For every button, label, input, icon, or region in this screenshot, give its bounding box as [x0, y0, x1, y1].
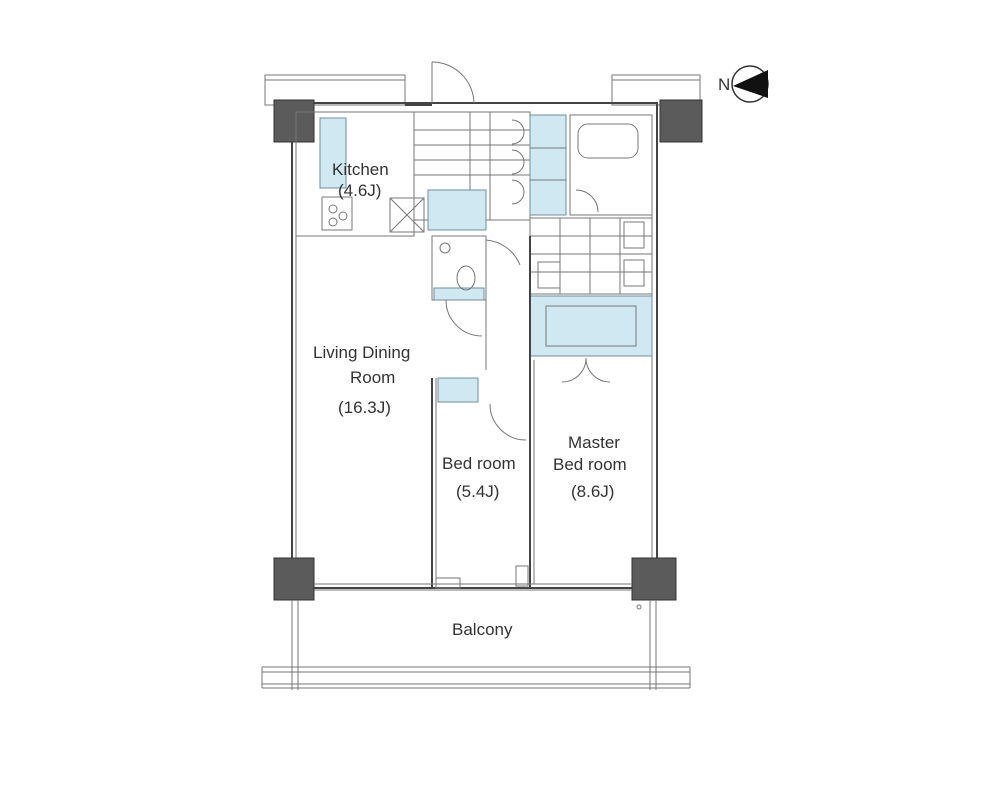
balcony-windows	[314, 565, 632, 591]
compass-needle	[733, 70, 768, 98]
entry-hall	[413, 111, 531, 231]
toilet-room	[431, 235, 521, 301]
living-label-line2: Room	[350, 368, 395, 387]
column-bottom-left	[273, 557, 315, 601]
balcony	[261, 600, 691, 690]
column-top-left	[273, 99, 315, 143]
compass: N	[718, 65, 769, 103]
room-labels: Kitchen (4.6J) Living Dining Room (16.3J…	[313, 160, 627, 639]
bedroom-size: (5.4J)	[456, 482, 499, 501]
interior-walls	[431, 236, 535, 588]
vanity	[529, 114, 567, 216]
kitchen-sink	[319, 117, 347, 189]
kitchen-area	[295, 111, 425, 237]
master-label-line2: Bed room	[553, 455, 627, 474]
column-bottom-right	[631, 557, 677, 601]
entrance-door	[431, 61, 475, 104]
bathroom	[529, 114, 653, 216]
column-top-right	[659, 99, 703, 143]
columns	[273, 99, 703, 601]
bedroom-label: Bed room	[442, 454, 516, 473]
balcony-label: Balcony	[452, 620, 513, 639]
washbasin	[427, 189, 487, 231]
bedroom-closet	[437, 377, 479, 403]
laundry-area	[529, 217, 653, 295]
bathtub	[577, 123, 639, 159]
top-railings	[264, 74, 701, 106]
kitchen-size: (4.6J)	[338, 181, 381, 200]
master-closet	[529, 295, 653, 383]
master-label-line1: Master	[568, 433, 620, 452]
master-size: (8.6J)	[571, 482, 614, 501]
kitchen-label: Kitchen	[332, 160, 389, 179]
stove	[321, 196, 353, 231]
fridge-space	[389, 197, 425, 233]
compass-label: N	[718, 75, 730, 94]
living-label-line1: Living Dining	[313, 343, 410, 362]
living-size: (16.3J)	[338, 398, 391, 417]
